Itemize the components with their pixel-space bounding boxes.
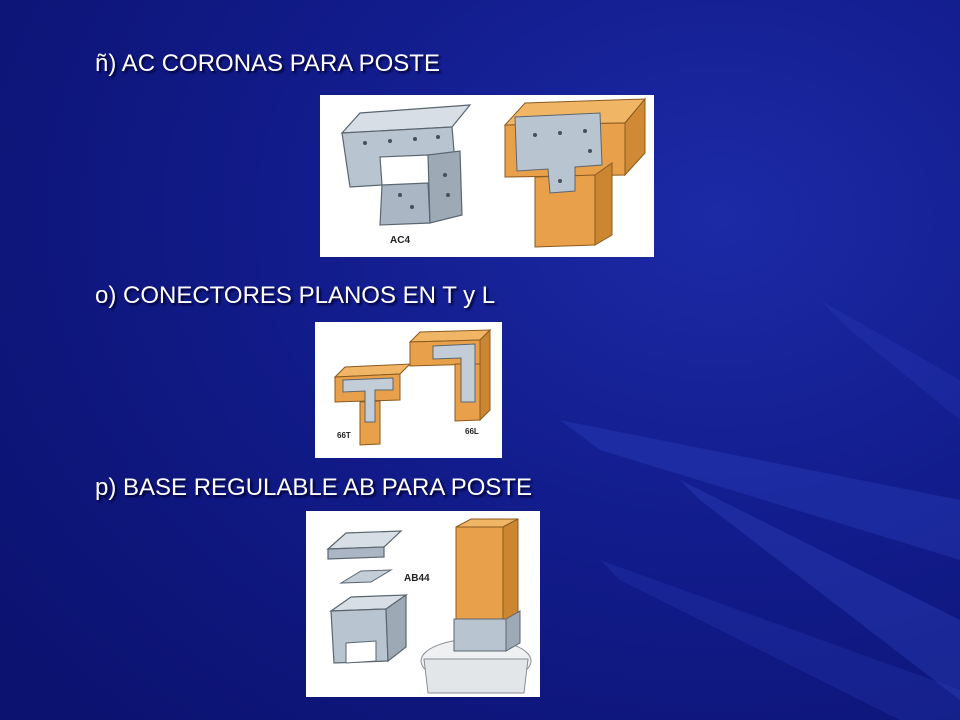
ab44-label: AB44: [404, 573, 430, 584]
section-heading-conectores-planos: o) CONECTORES PLANOS EN T y L: [95, 282, 496, 309]
ac4-label: AC4: [390, 235, 410, 246]
section-heading-base-regulable: p) BASE REGULABLE AB PARA POSTE: [95, 474, 533, 501]
ac4-metal-bracket: [340, 104, 472, 226]
ab44-adjustable-base-image: AB44: [306, 511, 540, 697]
section-heading-ac-coronas: ñ) AC CORONAS PARA POSTE: [95, 50, 440, 77]
ac4-assembled-post: [503, 97, 647, 248]
ac4-post-cap-image: AC4: [320, 95, 654, 257]
l-connector-assembly: [408, 328, 492, 422]
flat-t-l-connectors-image: 66T 66L: [315, 322, 502, 458]
ab44-exploded-parts: [326, 530, 409, 664]
t-connector-assembly: [333, 363, 412, 446]
ab44-assembled-post: [453, 518, 521, 652]
66t-label: 66T: [337, 431, 351, 440]
66l-label: 66L: [465, 427, 479, 436]
